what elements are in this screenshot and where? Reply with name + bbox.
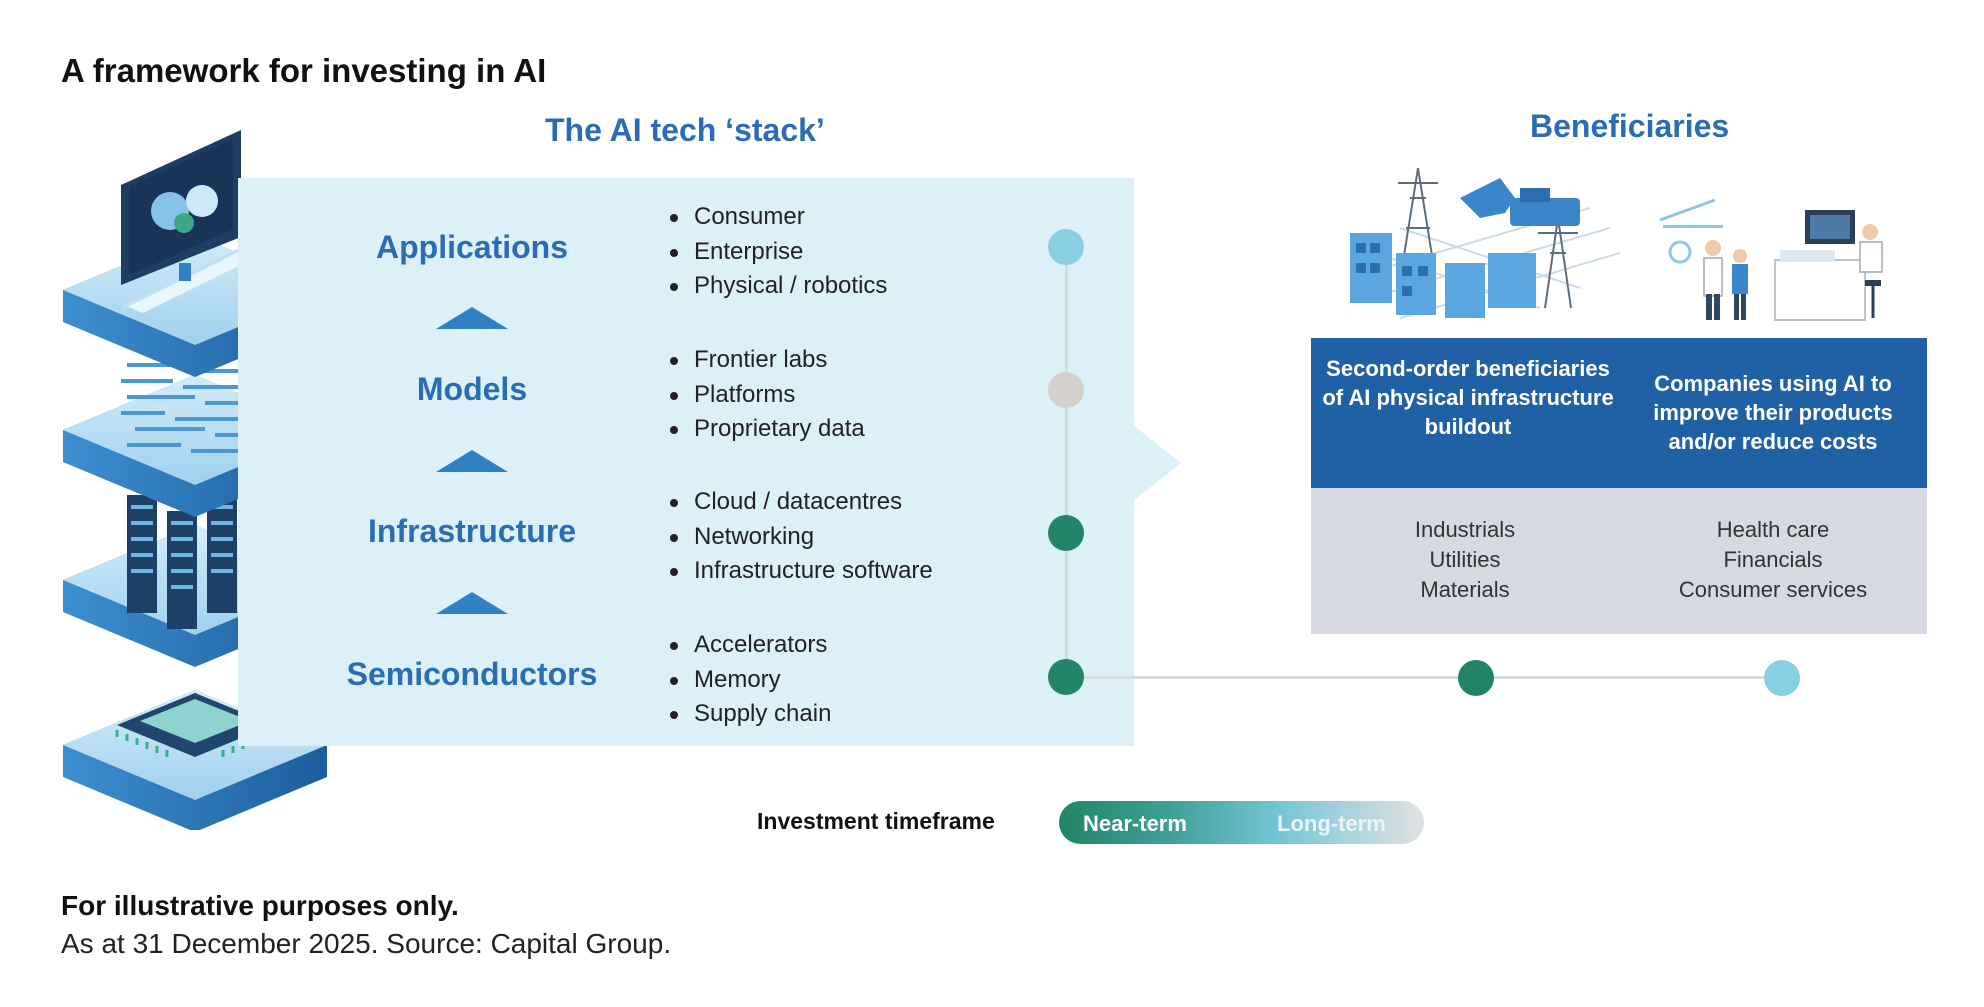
page-title: A framework for investing in AI xyxy=(61,52,547,89)
sector-item: Consumer services xyxy=(1678,577,1868,602)
timeframe-dot-models xyxy=(1048,372,1084,408)
sector-item: Industrials xyxy=(1414,517,1516,542)
beneficiary-title-second-order: Second-order beneficiaries of AI physica… xyxy=(1322,356,1614,439)
beneficiary-title-ai-users: Companies using AI to improve their prod… xyxy=(1653,371,1893,454)
list-item: Consumer xyxy=(666,200,887,235)
layer-label-semiconductors: Semiconductors xyxy=(346,656,598,692)
list-item: Networking xyxy=(666,520,933,555)
sector-item: Utilities xyxy=(1429,547,1501,572)
list-item: Enterprise xyxy=(666,235,887,270)
stack-heading: The AI tech ‘stack’ xyxy=(545,112,825,148)
infrastructure-buildout-icon xyxy=(1349,167,1621,319)
sector-item: Materials xyxy=(1420,577,1510,602)
ai-users-illustration-icon xyxy=(1659,198,1883,321)
list-item: Supply chain xyxy=(666,697,831,732)
layer-label-models: Models xyxy=(416,371,528,407)
timeframe-dot-ai-users xyxy=(1764,660,1800,696)
sector-list-second-order: Industrials Utilities Materials xyxy=(1330,515,1600,605)
long-term-label: Long-term xyxy=(1277,811,1386,836)
panel-pointer-arrow xyxy=(1133,425,1181,501)
timeframe-dot-applications xyxy=(1048,229,1084,265)
list-item: Physical / robotics xyxy=(666,269,887,304)
timeframe-gradient-bar xyxy=(1059,801,1424,844)
timeframe-dot-semiconductors xyxy=(1048,659,1084,695)
sector-item: Financials xyxy=(1723,547,1823,572)
list-item: Proprietary data xyxy=(666,412,865,447)
timeline-horizontal-line xyxy=(1066,676,1782,679)
list-item: Infrastructure software xyxy=(666,554,933,589)
sector-box xyxy=(1311,488,1927,634)
applications-bullet-list: Consumer Enterprise Physical / robotics xyxy=(666,200,887,304)
footnote-source: As at 31 December 2025. Source: Capital … xyxy=(61,928,672,959)
layer-label-infrastructure: Infrastructure xyxy=(367,513,577,549)
up-arrow-icon xyxy=(436,450,508,472)
timeline-vertical-line xyxy=(1065,247,1068,677)
sector-item: Health care xyxy=(1716,517,1830,542)
beneficiaries-heading: Beneficiaries xyxy=(1530,108,1730,144)
timeframe-dot-infrastructure xyxy=(1048,515,1084,551)
up-arrow-icon xyxy=(436,592,508,614)
list-item: Frontier labs xyxy=(666,343,865,378)
timeframe-dot-second-order xyxy=(1458,660,1494,696)
up-arrow-icon xyxy=(436,307,508,329)
footnote-disclaimer: For illustrative purposes only. xyxy=(61,890,459,921)
list-item: Memory xyxy=(666,663,831,698)
layer-label-applications: Applications xyxy=(375,229,568,265)
semiconductors-bullet-list: Accelerators Memory Supply chain xyxy=(666,628,831,732)
stack-panel xyxy=(238,178,1134,746)
list-item: Cloud / datacentres xyxy=(666,485,933,520)
list-item: Platforms xyxy=(666,378,865,413)
near-term-label: Near-term xyxy=(1083,811,1187,836)
sector-list-ai-users: Health care Financials Consumer services xyxy=(1628,515,1918,605)
list-item: Accelerators xyxy=(666,628,831,663)
timeframe-label: Investment timeframe xyxy=(757,808,995,834)
beneficiary-header-box xyxy=(1311,338,1927,488)
infrastructure-bullet-list: Cloud / datacentres Networking Infrastru… xyxy=(666,485,933,589)
models-bullet-list: Frontier labs Platforms Proprietary data xyxy=(666,343,865,447)
